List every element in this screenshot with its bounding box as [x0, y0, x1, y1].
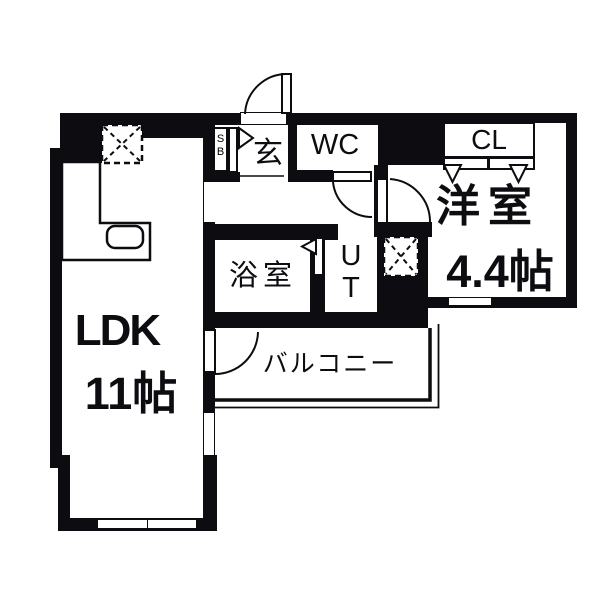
ldk-label: LDK — [74, 306, 161, 355]
wall-band-bottom — [203, 312, 428, 328]
balcony-rail-outer — [215, 324, 440, 409]
wall-corridor-bottom — [203, 224, 338, 240]
shoe-box: S B — [213, 127, 228, 172]
entrance-doorway — [240, 112, 287, 125]
wall-shaft-right — [418, 237, 428, 328]
balcony-rail-inner — [215, 328, 432, 402]
wall-top-ldk-block — [60, 138, 103, 163]
closet-fold-marker-right — [508, 164, 529, 185]
wall-left — [50, 148, 62, 468]
wall-top-entrance — [213, 113, 240, 125]
wall-left-lower — [58, 455, 70, 531]
bath-fold-marker — [299, 237, 317, 256]
wall-shaft-top — [377, 222, 432, 237]
ldk-size-label: 11帖 — [84, 368, 178, 419]
wall-top-wc — [287, 113, 378, 125]
balcony-label: バルコニー — [262, 350, 398, 378]
wall-western-bottom — [420, 297, 577, 308]
balcony-door-arc — [214, 331, 259, 375]
shoe-box-side-panel — [228, 127, 238, 173]
utility-label-u: U — [340, 240, 362, 272]
wall-entrance-wc — [288, 113, 297, 172]
shoe-box-label-b: B — [216, 145, 225, 158]
western-door-leaf — [376, 178, 388, 224]
wc-label: WC — [310, 129, 360, 161]
bathroom-label: 浴室 — [228, 260, 297, 292]
balcony-door-leaf — [203, 329, 216, 373]
entrance-step-marker — [238, 126, 255, 150]
wc-door-arc — [332, 181, 373, 219]
kitchen-sink — [105, 224, 145, 250]
wall-top-closet — [443, 113, 577, 123]
refrigerator-space — [100, 123, 144, 165]
wall-right — [566, 113, 577, 308]
western-room-window — [448, 297, 492, 306]
pipe-space — [382, 235, 420, 278]
wall-under-shoebox — [203, 172, 240, 182]
western-room-label: 洋室 — [436, 182, 540, 231]
ldk-window-right-pane — [147, 519, 197, 529]
wall-column — [378, 113, 443, 165]
ldk-side-window — [204, 411, 214, 457]
wall-utility-right — [377, 224, 384, 314]
wc-door-leaf — [332, 171, 372, 182]
wall-ldk-right-low — [203, 455, 217, 531]
ldk-corridor-opening — [204, 182, 215, 222]
closet-fold-marker-left — [442, 164, 463, 185]
wall-under-wc — [288, 170, 333, 182]
western-door-arc — [389, 178, 432, 223]
entrance-label: 玄 — [253, 137, 283, 170]
entrance-door-arc — [244, 72, 288, 115]
utility-label-t: T — [342, 272, 360, 305]
bath-folding-door — [313, 237, 324, 276]
western-room-size-label: 4.4帖 — [446, 246, 554, 297]
utility-label: U T — [325, 240, 377, 305]
shoe-box-label-s: S — [216, 133, 225, 145]
closet-label: CL — [471, 124, 507, 155]
